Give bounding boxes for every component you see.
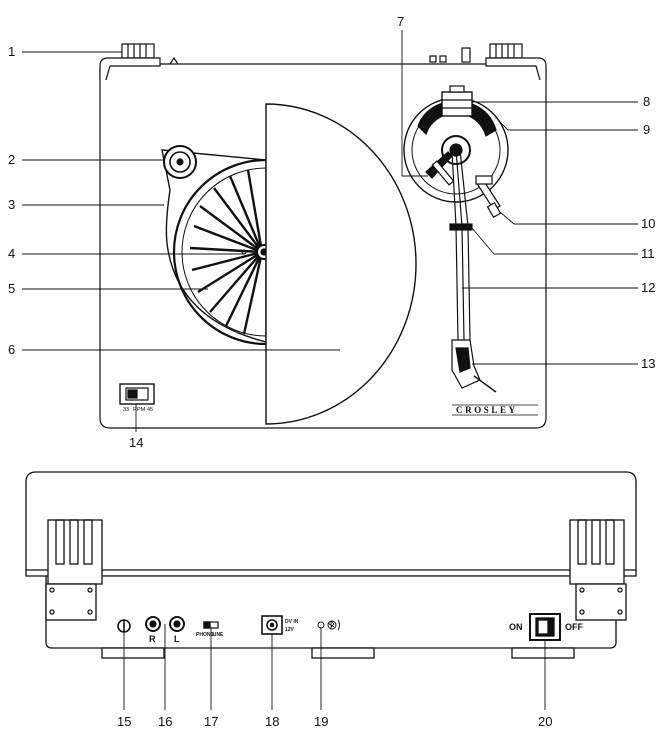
tonearm-assembly [403, 85, 509, 393]
rpm-45-label: 45 [147, 407, 153, 413]
callout-1: 1 [8, 44, 15, 59]
callout-7: 7 [397, 14, 404, 29]
brand-logo: CROSLEY [456, 405, 518, 415]
rpm-label: RPM [133, 407, 146, 413]
line-label: LINE [212, 632, 224, 638]
callout-3: 3 [8, 197, 15, 212]
rpm-33-label: 33 [123, 407, 129, 413]
callout-10: 10 [641, 216, 655, 231]
platter-mat [265, 103, 417, 425]
callout-12: 12 [641, 280, 655, 295]
dc-in-label: DV IN [285, 619, 299, 625]
foot-right [511, 647, 575, 659]
callout-11: 11 [641, 246, 655, 261]
rear-hinge-left [45, 519, 103, 621]
jack-l-label: L [174, 634, 180, 644]
rear-view [25, 471, 637, 659]
callout-5: 5 [8, 281, 15, 296]
foot-middle [311, 647, 375, 659]
rear-base [45, 575, 617, 649]
dust-cover [25, 471, 637, 577]
platter-underside [172, 158, 267, 346]
drive-belt [161, 149, 267, 343]
rear-callout-lines [123, 624, 546, 710]
hinge-right [485, 43, 547, 81]
callout-19: 19 [314, 714, 328, 729]
dc-voltage-label: 12V [285, 627, 295, 633]
callout-17: 17 [204, 714, 218, 729]
top-view: 33 RPM 45 CROSLEY [99, 43, 547, 429]
callout-16: 16 [158, 714, 172, 729]
callout-13: 13 [641, 356, 655, 371]
rear-hinge-right [569, 519, 627, 621]
callout-6: 6 [8, 342, 15, 357]
rpm-switch[interactable] [119, 383, 155, 405]
jack-r-label: R [149, 634, 156, 644]
callout-20: 20 [538, 714, 552, 729]
callout-4: 4 [8, 246, 15, 261]
power-off-label: OFF [565, 622, 583, 632]
callout-18: 18 [265, 714, 279, 729]
power-switch[interactable] [529, 613, 561, 641]
callout-2: 2 [8, 152, 15, 167]
hinge-left [99, 43, 161, 81]
callout-14: 14 [129, 435, 143, 450]
phono-label: PHONO [196, 632, 214, 638]
callout-8: 8 [643, 94, 650, 109]
foot-left [101, 647, 165, 659]
power-on-label: ON [509, 622, 523, 632]
bluetooth-icon [327, 620, 337, 630]
top-callout-lines [22, 30, 638, 432]
callout-9: 9 [643, 122, 650, 137]
callout-15: 15 [117, 714, 131, 729]
platter-ribs [189, 169, 264, 335]
counterweight [441, 91, 473, 117]
